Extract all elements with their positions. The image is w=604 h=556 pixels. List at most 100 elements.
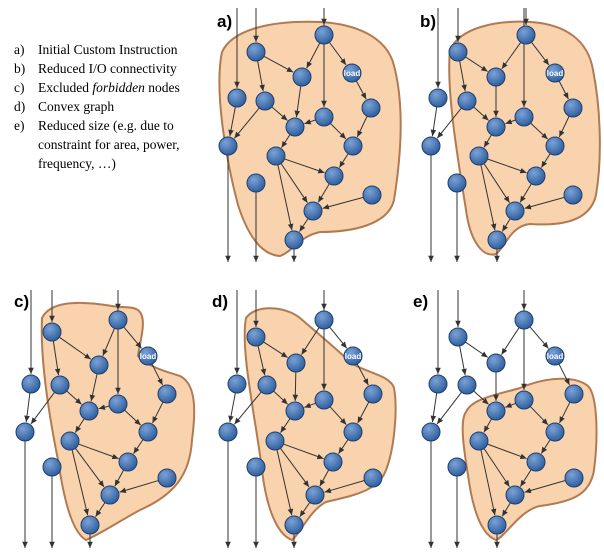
legend-item-2: b)Reduced I/O connectivity xyxy=(10,59,200,78)
node-a-B xyxy=(292,67,312,87)
legend-item-1: a)Initial Custom Instruction xyxy=(10,40,200,59)
load-node-b xyxy=(545,63,565,83)
edge-c-C-B xyxy=(102,328,115,356)
node-c-I xyxy=(157,384,177,404)
node-a-F xyxy=(255,91,275,111)
edge-b-K-Q xyxy=(480,164,497,231)
edge-c-I-L xyxy=(152,401,164,424)
node-e-J xyxy=(421,422,441,442)
panel-label-e: e) xyxy=(413,292,428,311)
node-c-L xyxy=(138,422,158,442)
edge-b-F-G xyxy=(473,106,489,121)
edge-a-L-N xyxy=(338,153,349,168)
node-d-Q xyxy=(284,515,304,535)
node-a-E xyxy=(227,88,247,108)
edge-a-D-I xyxy=(355,80,367,100)
edge-b-K-P xyxy=(483,163,510,203)
edge-b-C-B xyxy=(501,42,522,70)
node-b-K xyxy=(469,146,489,166)
edge-b-D-I xyxy=(558,80,569,100)
node-a-C xyxy=(314,25,334,45)
node-a-G xyxy=(285,117,305,137)
edge-b-F-J xyxy=(436,107,462,139)
edge-e-F-J xyxy=(436,391,462,425)
node-d-P xyxy=(305,485,325,505)
edge-d-K-P xyxy=(279,447,310,488)
edge-b-K-N xyxy=(487,158,527,174)
panel-label-c: c) xyxy=(14,292,29,311)
node-c-K xyxy=(60,431,80,451)
node-c-B xyxy=(89,355,109,375)
edge-d-A-F xyxy=(257,345,267,376)
node-e-O xyxy=(564,468,584,488)
legend-text: nodes xyxy=(144,80,180,95)
panel-label-d: d) xyxy=(212,292,228,311)
node-a-J xyxy=(218,136,238,156)
node-c-E xyxy=(21,374,41,394)
node-e-F xyxy=(457,375,477,395)
edge-a-O-P xyxy=(322,196,364,210)
legend-key: c) xyxy=(14,80,25,95)
node-e-L xyxy=(545,422,565,442)
edge-c-G-K xyxy=(74,418,85,433)
region-b xyxy=(448,20,601,256)
edge-d-C-D xyxy=(329,326,348,349)
node-c-A xyxy=(42,322,62,342)
node-b-I xyxy=(563,98,583,118)
node-e-K xyxy=(469,431,489,451)
edge-b-I-L xyxy=(558,115,570,138)
node-e-C xyxy=(514,310,534,330)
node-e-E xyxy=(428,374,448,394)
edge-e-L-N xyxy=(540,439,551,454)
node-d-G xyxy=(285,401,305,421)
load-node-d xyxy=(343,346,363,366)
edge-c-A-F xyxy=(52,340,61,376)
edge-c-K-N xyxy=(78,443,119,460)
edge-c-A-B xyxy=(59,336,92,360)
edge-d-I-L xyxy=(357,401,370,424)
edge-d-L-N xyxy=(338,439,349,454)
legend-item-5: e) Reduced size (e.g. due to constraint f… xyxy=(10,116,200,173)
legend-text: Reduced size (e.g. due to constraint for… xyxy=(38,118,180,171)
edge-c-H-L xyxy=(124,409,142,426)
node-d-E xyxy=(227,374,247,394)
edge-c-L-N xyxy=(133,439,144,454)
node-d-H xyxy=(314,390,334,410)
edge-a-C-B xyxy=(306,42,321,69)
node-d-N xyxy=(323,452,343,472)
edge-e-E-J xyxy=(430,392,438,423)
node-a-L xyxy=(343,136,363,156)
legend-text: Excluded xyxy=(38,80,93,95)
edge-e-K-N xyxy=(487,443,527,460)
edge-b-C-D xyxy=(531,41,550,66)
edge-e-I-L xyxy=(559,401,571,424)
node-c-H xyxy=(108,394,128,414)
legend-key: e) xyxy=(14,118,25,133)
node-a-Q xyxy=(284,230,304,250)
edge-b-A-B xyxy=(465,56,488,72)
node-e-Q xyxy=(487,515,507,535)
node-b-P xyxy=(505,201,525,221)
edge-e-A-F xyxy=(459,345,467,376)
node-d-A xyxy=(246,327,266,347)
edge-a-N-P xyxy=(317,183,330,203)
edge-c-K-P xyxy=(74,447,105,488)
load-node-e xyxy=(545,346,565,366)
edge-b-L-N xyxy=(540,153,551,168)
edge-b-G-K xyxy=(483,134,492,148)
edge-e-D-I xyxy=(558,363,570,386)
node-b-Q xyxy=(487,230,507,250)
edge-d-N-P xyxy=(319,469,330,487)
edge-a-K-Q xyxy=(277,164,294,231)
edge-c-P-Q xyxy=(95,502,106,517)
edge-a-E-J xyxy=(228,106,236,137)
edge-d-K-N xyxy=(283,443,324,460)
edge-a-I-L xyxy=(356,115,368,138)
edge-d-G-K xyxy=(280,418,291,433)
edge-a-P-Q xyxy=(299,218,309,232)
edge-e-C-B xyxy=(501,327,520,355)
node-a-K xyxy=(266,146,286,166)
panel-label-b: b) xyxy=(420,12,436,31)
